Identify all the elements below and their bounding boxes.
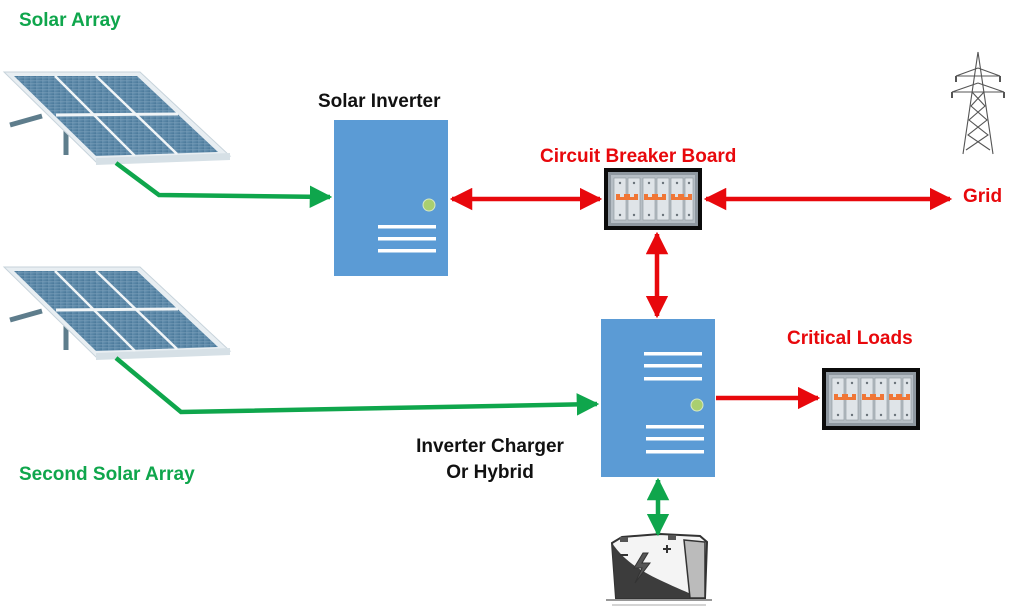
dc-line-array1-to-inverter: [114, 161, 333, 209]
inverter-charger-label-line2: Or Hybrid: [446, 461, 534, 483]
solar-inverter-unit: [334, 120, 448, 276]
circuit-breaker-board-label: Circuit Breaker Board: [540, 146, 737, 167]
solar-panel-icon: [4, 267, 230, 360]
transmission-tower-icon: [951, 51, 1005, 155]
inverter-charger-label: Inverter Charger Or Hybrid: [400, 436, 580, 484]
inverter-charger-unit: [601, 319, 715, 477]
critical-loads-label: Critical Loads: [787, 328, 913, 349]
solar-panel-icon: [4, 72, 230, 165]
inverter-charger-label-line1: Inverter Charger: [416, 436, 564, 457]
battery-icon: [606, 532, 712, 606]
dc-line-array2-to-hybrid: [114, 356, 600, 416]
breaker-panel-icon: [603, 167, 703, 231]
breaker-panel-icon: [821, 367, 921, 431]
second-solar-array-label: Second Solar Array: [19, 464, 195, 485]
solar-inverter-label: Solar Inverter: [318, 91, 441, 112]
grid-label: Grid: [963, 186, 1003, 207]
solar-array-label: Solar Array: [19, 10, 121, 31]
